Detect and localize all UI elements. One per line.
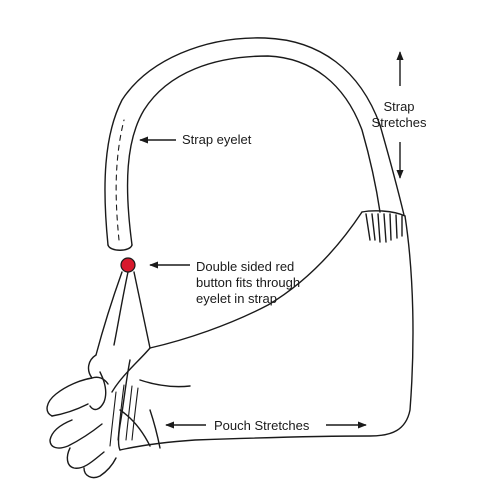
hand [46,354,117,479]
red-button [120,257,136,273]
shoulder-strap [104,37,405,246]
strap-eyelet [107,119,133,251]
strap-stretches-label: Strap Stretches [364,99,434,131]
pouch-stretches-label: Pouch Stretches [214,418,310,433]
button-strap [95,271,151,356]
red-button-label-line-1: Double sided red [196,259,295,274]
arm-pouch [111,211,414,451]
strap-stretches-line-2: Stretches [371,115,427,130]
red-button-label-line-3: eyelet in strap [196,291,277,306]
strap-stretches-line-1: Strap [383,99,415,114]
red-button-label: Double sided red button fits through eye… [196,259,300,307]
strap-eyelet-label: Strap eyelet [182,132,252,147]
red-button-label-line-2: button fits through [196,275,301,290]
strap-gather [361,210,406,243]
pouch-cuff [109,384,139,447]
